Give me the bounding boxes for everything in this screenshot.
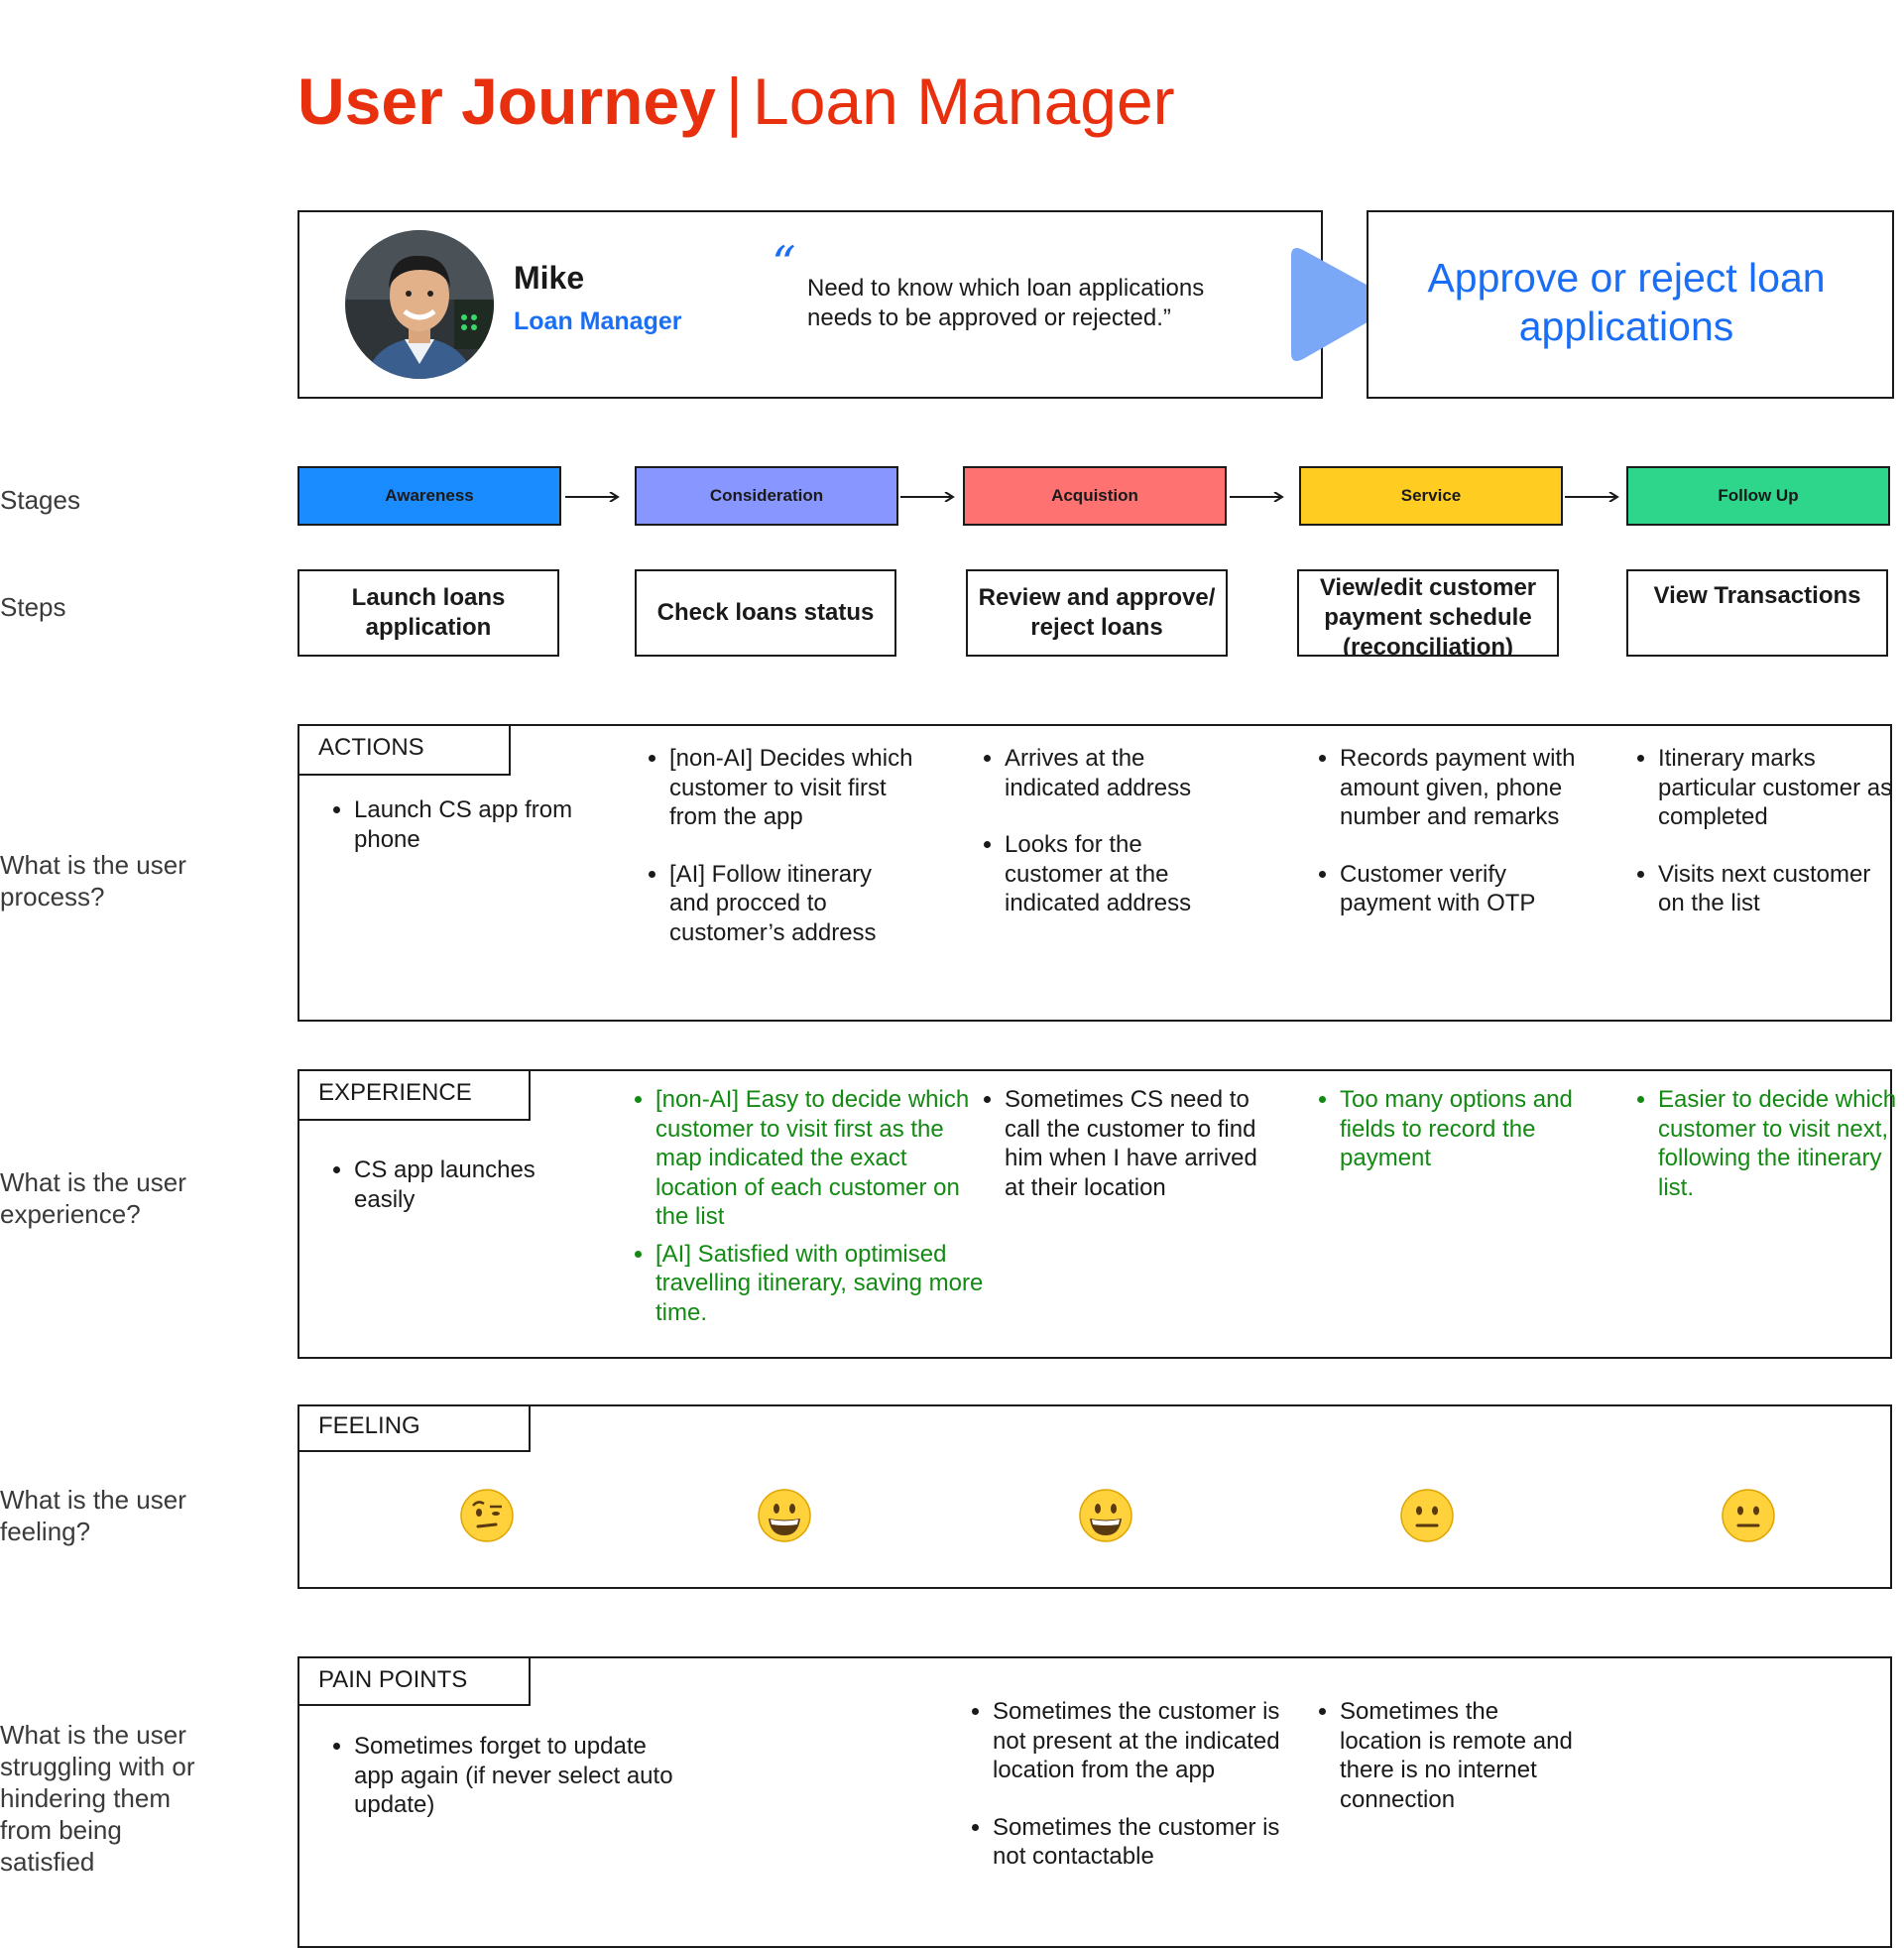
row-label-process: What is the user process? [0, 850, 186, 912]
list-item: Launch CS app from phone [354, 795, 582, 854]
list-item: Itinerary marks particular customer as c… [1658, 744, 1896, 832]
list-item: Too many options and fields to record th… [1340, 1085, 1593, 1173]
experience-list-3: Sometimes CS need to call the customer t… [975, 1085, 1257, 1202]
experience-list-1: CS app launches easily [324, 1156, 592, 1214]
neutral-face-icon [1722, 1489, 1775, 1542]
persona-name: Mike [514, 260, 585, 296]
list-item: Sometimes the customer is not present at… [993, 1697, 1290, 1785]
actions-panel [298, 724, 1892, 1022]
grinning-face-icon [758, 1489, 811, 1542]
list-item: Easier to decide which customer to visit… [1658, 1085, 1904, 1202]
list-item: Records payment with amount given, phone… [1340, 744, 1578, 832]
actions-list-3: Arrives at the indicated address Looks f… [975, 744, 1243, 918]
list-item: Sometimes CS need to call the customer t… [1005, 1085, 1257, 1202]
experience-list-4: Too many options and fields to record th… [1310, 1085, 1593, 1173]
list-item: Sometimes the customer is not contactabl… [993, 1813, 1290, 1872]
avatar [345, 230, 494, 379]
pain-points-panel [298, 1656, 1892, 1948]
step-check-status: Check loans status [635, 569, 896, 657]
step-transactions: View Transactions [1626, 569, 1888, 657]
pain-list-3: Sometimes the location is remote and the… [1310, 1697, 1578, 1814]
list-item: [AI] Satisfied with optimised travelling… [655, 1240, 993, 1328]
list-item: [non-AI] Easy to decide which customer t… [655, 1085, 993, 1232]
persona-role: Loan Manager [514, 307, 682, 335]
arrow-right-icon [1565, 492, 1619, 502]
page-title: User Journey|Loan Manager [298, 64, 1175, 138]
feeling-tag: FEELING [298, 1404, 531, 1452]
experience-panel [298, 1069, 1892, 1359]
actions-list-4: Records payment with amount given, phone… [1310, 744, 1578, 918]
arrow-right-icon [1230, 492, 1284, 502]
actions-list-5: Itinerary marks particular customer as c… [1628, 744, 1896, 918]
play-arrow-icon [1291, 248, 1392, 361]
list-item: Sometimes the location is remote and the… [1340, 1697, 1578, 1814]
step-review: Review and approve/ reject loans [966, 569, 1228, 657]
goal-card [1367, 210, 1894, 399]
list-item: Looks for the customer at the indicated … [1005, 830, 1243, 918]
list-item: Arrives at the indicated address [1005, 744, 1243, 802]
experience-tag: EXPERIENCE [298, 1069, 531, 1121]
neutral-face-icon [1400, 1489, 1454, 1542]
quote-mark-icon: “ [772, 236, 796, 292]
list-item: [AI] Follow itinerary and procced to cus… [669, 860, 917, 948]
grinning-face-icon [1079, 1489, 1132, 1542]
step-payment-schedule: View/edit customer payment schedule (rec… [1297, 569, 1559, 657]
stage-follow-up: Follow Up [1626, 466, 1890, 526]
stage-consideration: Consideration [635, 466, 898, 526]
list-item: Sometimes forget to update app again (if… [354, 1732, 681, 1820]
list-item: CS app launches easily [354, 1156, 592, 1214]
stage-acquisition: Acquistion [963, 466, 1227, 526]
row-label-feeling: What is the user feeling? [0, 1485, 186, 1546]
experience-list-5: Easier to decide which customer to visit… [1628, 1085, 1904, 1202]
persona-quote: Need to know which loan applications nee… [807, 275, 1205, 331]
arrow-right-icon [565, 492, 620, 502]
step-launch: Launch loans application [298, 569, 559, 657]
actions-list-1: Launch CS app from phone [324, 795, 582, 854]
list-item: Visits next customer on the list [1658, 860, 1896, 918]
arrow-right-icon [900, 492, 955, 502]
row-label-stages: Stages [0, 485, 80, 515]
stage-service: Service [1299, 466, 1563, 526]
raised-eyebrow-face-icon [460, 1489, 514, 1542]
list-item: Customer verify payment with OTP [1340, 860, 1578, 918]
pain-points-tag: PAIN POINTS [298, 1656, 531, 1706]
row-label-experience: What is the user experience? [0, 1167, 186, 1229]
goal-text: Approve or reject loan applications [1427, 255, 1826, 349]
actions-tag: ACTIONS [298, 724, 511, 776]
row-label-steps: Steps [0, 592, 66, 622]
pain-list-2: Sometimes the customer is not present at… [963, 1697, 1290, 1872]
stage-awareness: Awareness [298, 466, 561, 526]
pain-list-1: Sometimes forget to update app again (if… [324, 1732, 681, 1820]
list-item: [non-AI] Decides which customer to visit… [669, 744, 917, 832]
row-label-pain: What is the user struggling with or hind… [0, 1720, 195, 1877]
experience-list-2: [non-AI] Easy to decide which customer t… [626, 1085, 993, 1327]
actions-list-2: [non-AI] Decides which customer to visit… [640, 744, 917, 947]
